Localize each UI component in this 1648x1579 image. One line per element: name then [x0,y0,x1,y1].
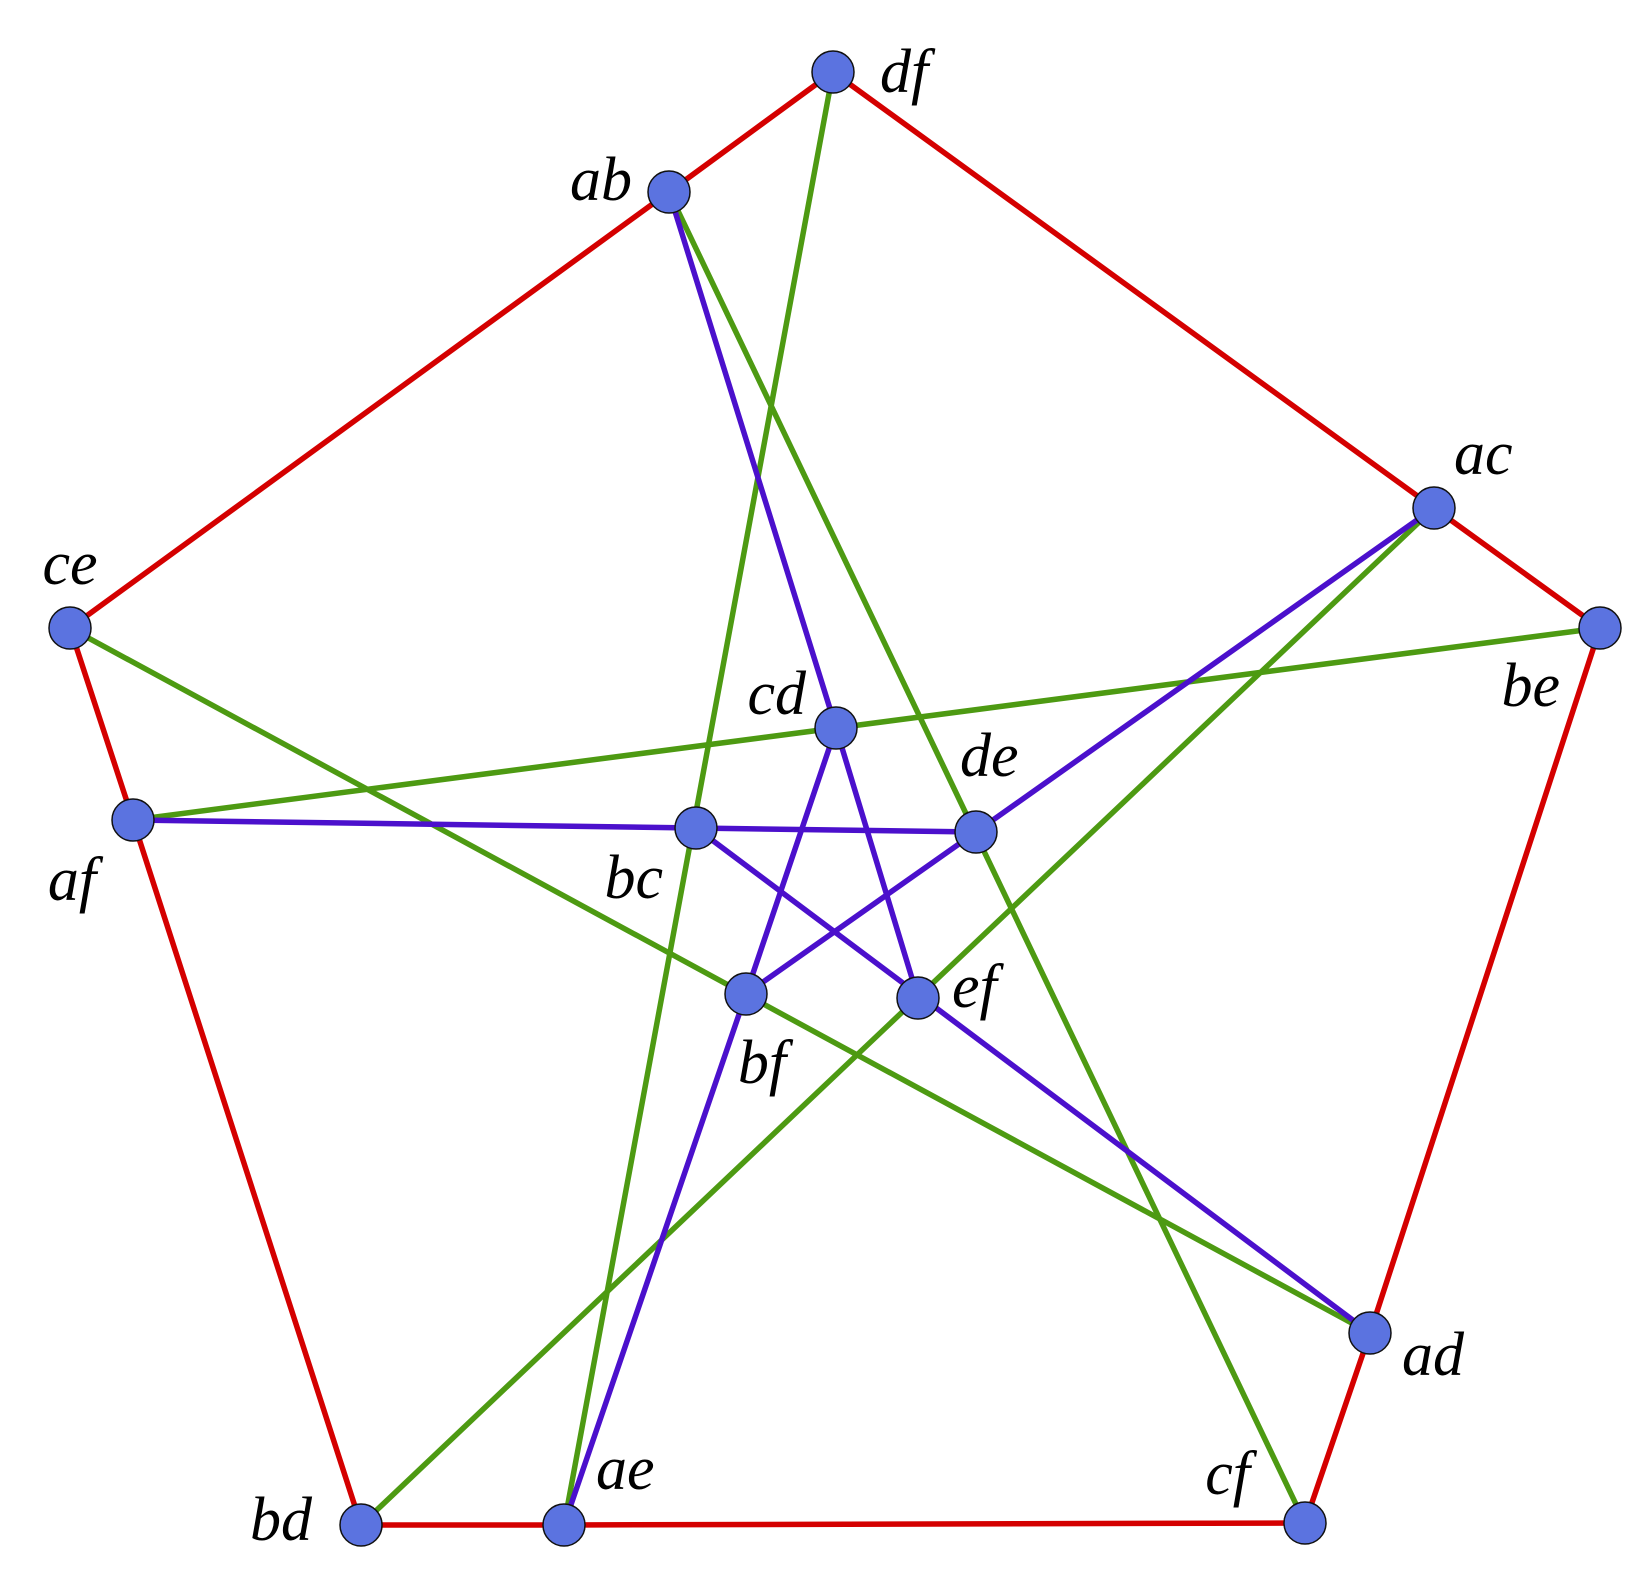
edge-ac-df [830,69,1437,511]
node-label-ef: ef [952,953,1005,1021]
edge-ae-cf [561,1520,1308,1528]
node-label-df: df [880,38,936,106]
edge-df-ab [666,69,836,195]
node-label-cd: cd [747,660,807,728]
node-ef [896,976,940,1020]
node-label-ac: ac [1454,420,1513,488]
edge-bc-ad [693,825,1373,1336]
edge-ce-af [67,625,136,823]
node-label-bc: bc [604,844,663,912]
node-bf [724,972,768,1016]
edge-ce-ad [67,625,1373,1336]
edge-bf-ae [561,991,749,1528]
edge-ab-ce [67,189,672,631]
labels-layer: df ab ac be ce cd de af bc ef bf ad bd ae cf [42,38,1560,1554]
edge-ac-bd [358,505,1437,1528]
node-ae [542,1503,586,1547]
edge-af-de [130,817,979,835]
nodes-layer [48,50,1622,1547]
edge-df-ae [561,69,836,1528]
edge-cd-bf [743,725,839,997]
node-label-be: be [1501,652,1560,720]
edge-cf-ad [1302,1330,1373,1526]
edge-de-bf [743,829,979,997]
edge-af-be [130,625,1603,823]
node-label-af: af [48,846,104,914]
node-label-bf: bf [738,1029,794,1097]
edge-de-ac [973,505,1437,835]
edge-ab-cd [666,189,839,731]
node-bc [674,806,718,850]
node-label-de: de [960,722,1019,790]
node-bd [339,1503,383,1547]
node-label-ae: ae [596,1435,655,1503]
edge-cd-ef [833,725,921,1001]
node-label-ce: ce [42,530,97,598]
node-label-cf: cf [1205,1440,1258,1508]
node-label-ab: ab [570,146,632,214]
node-cf [1283,1501,1327,1545]
node-label-bd: bd [250,1486,313,1554]
edges-layer [67,69,1603,1528]
node-df [811,50,855,94]
edge-ad-be [1367,625,1603,1336]
edge-ab-cf [666,189,1308,1526]
node-af [111,798,155,842]
node-ce [48,606,92,650]
node-label-ad: ad [1402,1321,1465,1389]
node-ab [647,170,691,214]
node-ad [1348,1311,1392,1355]
edge-af-bd [130,817,364,1528]
node-be [1578,606,1622,650]
edge-be-ac [1431,505,1603,631]
node-de [954,810,998,854]
node-ac [1412,486,1456,530]
node-cd [814,706,858,750]
